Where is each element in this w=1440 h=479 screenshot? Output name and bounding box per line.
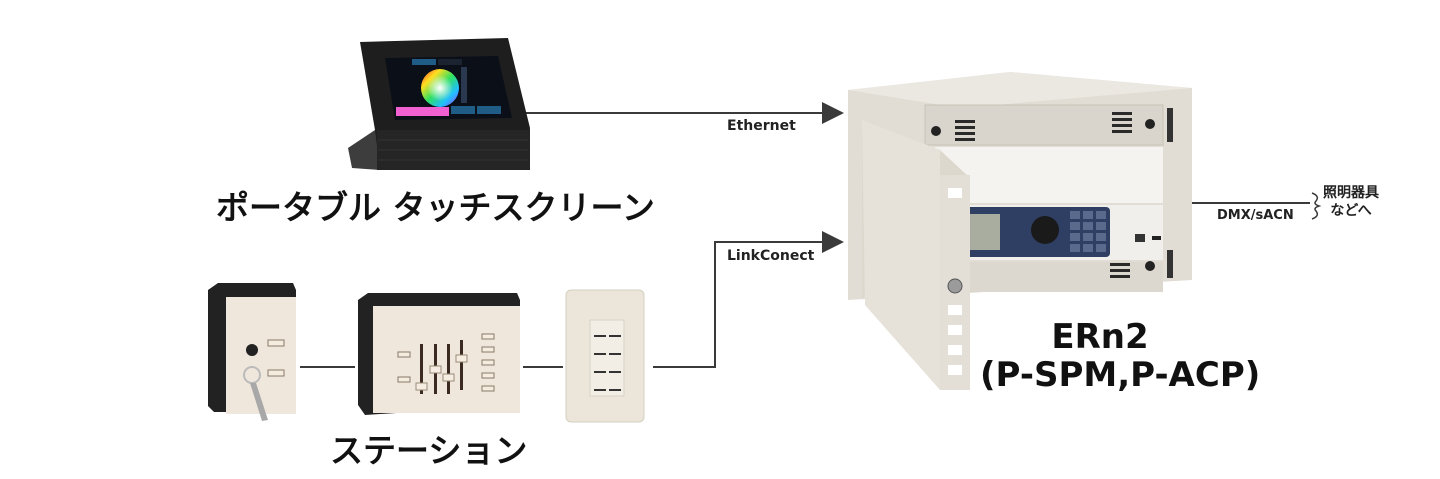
ern2-label-line1: ERn2 bbox=[1051, 317, 1149, 357]
ern2-lcd bbox=[965, 214, 1000, 250]
ern2-rack bbox=[848, 72, 1192, 390]
fixtures-label-line2: などへ bbox=[1330, 203, 1372, 219]
linkconnect-arrow-icon bbox=[822, 231, 844, 253]
linkconnect-label: LinkConect bbox=[727, 248, 815, 264]
fixtures-label-line1: 照明器具 bbox=[1323, 185, 1379, 201]
fixtures-label: 照明器具 などへ bbox=[1323, 184, 1379, 220]
wall-keypad bbox=[565, 289, 645, 423]
dmx-label: DMX/sACN bbox=[1217, 208, 1294, 223]
key-switch-station bbox=[208, 283, 296, 421]
preview-swatch bbox=[396, 107, 449, 116]
fader-station bbox=[358, 293, 520, 415]
ethernet-label: Ethernet bbox=[727, 118, 796, 134]
station-label: ステーション bbox=[330, 431, 528, 470]
ethernet-port bbox=[1135, 234, 1145, 242]
ern2-label: ERn2 (P-SPM,P-ACP) bbox=[980, 317, 1261, 395]
ern2-label-line2: (P-SPM,P-ACP) bbox=[980, 355, 1261, 395]
touchscreen-label: ポータブル タッチスクリーン bbox=[216, 188, 655, 227]
brace-icon bbox=[1311, 192, 1322, 220]
touchscreen-device bbox=[348, 38, 530, 170]
linkconnect-line bbox=[653, 241, 828, 368]
lock-icon bbox=[947, 278, 963, 294]
ethernet-arrow-icon bbox=[822, 102, 844, 124]
